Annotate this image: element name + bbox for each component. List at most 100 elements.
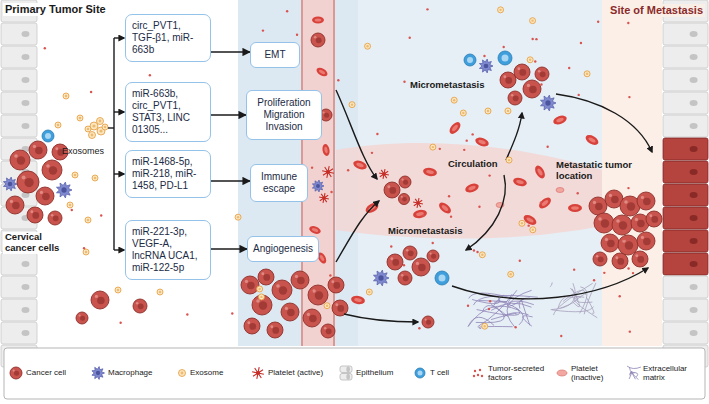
secreted-factor [403,81,405,83]
illustration-part [584,133,600,147]
illustration-part [532,229,534,231]
red-blood-cell [584,133,600,147]
epithelial-cell [663,92,708,114]
cancer-cell [311,33,325,47]
t-cell [415,368,425,378]
epithelial-cell [663,115,708,137]
process-box: Proliferation Migration Invasion [246,90,322,140]
cancer-cell [387,254,403,270]
illustration-part [287,309,295,317]
illustration-part [373,270,389,286]
illustration-part [21,123,29,129]
flow-arrow [556,94,652,152]
macrophage [56,182,72,198]
cancer-cell [637,232,655,250]
illustration-part [92,124,95,127]
illustration-part [503,75,506,78]
illustration-part [482,323,488,329]
illustration-part [346,366,350,372]
illustration-part [595,203,603,211]
illustration-part [384,182,400,198]
illustration-part [422,316,434,328]
illustration-part [612,215,632,235]
t-cell [42,130,54,142]
illustration-part [635,218,638,221]
platelet-inactive [556,188,564,193]
illustration-part [690,261,698,267]
metastatic-tumor [589,190,662,269]
illustration-part [690,215,698,221]
illustration-part [406,249,409,252]
illustration-part [312,289,316,293]
secreted-factor [568,67,570,69]
illustration-part [523,316,533,326]
illustration-part [663,138,708,160]
extracellular-matrix [550,282,597,317]
illustration-part [416,262,419,265]
illustration-part [322,196,326,200]
illustration-part [516,179,524,184]
illustration-part [505,77,512,84]
illustration-part [1,299,37,321]
extracellular-matrix [627,366,641,380]
illustration-part [99,129,102,132]
platelet-active [319,193,329,203]
cancer-cell [272,280,292,300]
illustration-part [637,256,644,263]
epithelial-cell [663,299,708,321]
illustration-part [663,253,708,275]
secreted-factor [422,214,424,216]
illustration-part [335,303,338,306]
secreted-factor [418,327,420,329]
cancer-cell [258,269,274,285]
illustration-part [1,23,37,45]
illustration-part [83,249,89,255]
exosome [102,124,108,130]
exosome [63,93,69,99]
illustration-part [418,371,423,376]
illustration-part [157,289,163,295]
exosome [97,118,104,125]
illustration-part [311,33,325,47]
illustration-part [690,169,698,175]
epithelial-cell [1,253,37,275]
illustration-part [259,301,267,309]
illustration-part [430,253,432,255]
illustration-part [354,298,362,303]
illustration-part [35,147,43,155]
secreted-factor [376,133,378,135]
illustration-part [552,114,568,126]
exosome [89,132,96,139]
illustration-part [478,139,486,145]
cancer-cell [637,192,655,210]
illustration-part [365,43,371,49]
epithelial-cell [663,276,708,298]
illustration-part [85,217,91,223]
illustration-part [247,282,255,290]
illustration-part [1,322,37,344]
epithelial-cell [340,366,352,373]
secreted-factor [632,272,634,274]
red-blood-cell [308,225,322,236]
illustration-part [115,287,121,293]
illustration-part [612,253,628,269]
illustration-part [321,324,335,338]
illustration-part [42,130,54,142]
legend-item: Macrophage [108,358,166,388]
illustration-part [21,100,29,106]
epithelial-cell [1,276,37,298]
illustration-part [431,254,436,259]
secreted-factor [628,96,630,98]
cancer-cell [523,80,541,98]
cargo-box: miR-663b, circ_PVT1, STAT3, LINC 01305..… [125,82,211,142]
illustration-part [91,291,109,309]
illustration-part [637,232,655,250]
platelet-inactive [557,370,567,376]
cancer-cell [267,322,283,338]
secreted-factor [426,8,428,10]
exosome [235,214,241,220]
illustration-part [627,366,641,368]
illustration-part [517,67,520,70]
secreted-factor [90,91,92,93]
